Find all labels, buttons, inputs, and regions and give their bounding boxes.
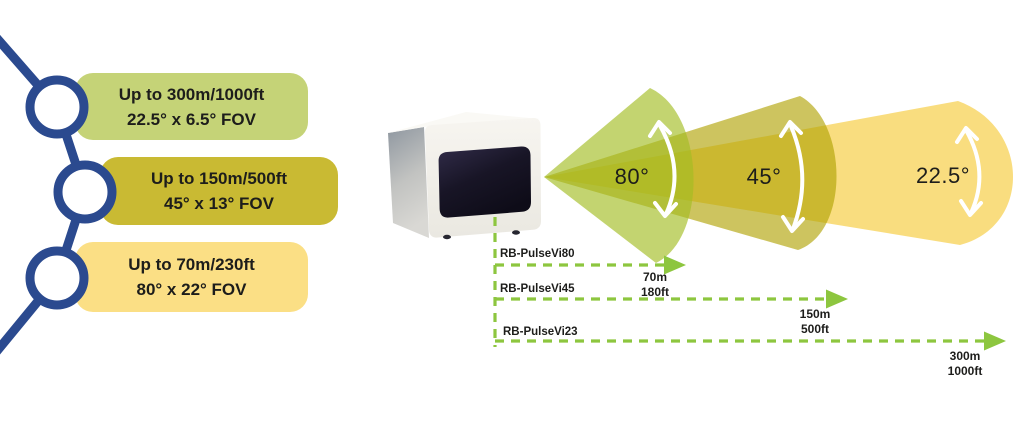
range-arrow-45 [495,289,848,309]
angle-arc-22-5-icon [955,126,983,217]
arrowhead-icon [664,255,686,275]
device-optical-window [438,146,531,218]
badge-range-text: Up to 70m/230ft [128,255,255,274]
model-label-vi23: RB-PulseVi23 [503,326,578,338]
device-foot [443,234,451,240]
badge-fov-text: 80° x 22° FOV [136,280,247,299]
fov-cones [544,88,1014,263]
cone-angle-label-22-5: 22.5° [915,163,971,188]
step-circle [25,246,89,310]
badge-fov-text: 45° x 13° FOV [164,194,274,213]
range-feet: 1000ft [947,363,983,378]
device-foot [512,230,520,235]
angle-arc-45-icon [779,120,805,233]
device-left-face [388,127,429,238]
range-meters: 70m [642,270,668,284]
fov-badge-80: Up to 70m/230ft 80° x 22° FOV [75,242,308,312]
range-arrow-22-5 [495,331,1006,351]
fov-badge-22-5: Up to 300m/1000ft 22.5° x 6.5° FOV [75,73,308,140]
range-meters: 300m [949,349,981,363]
device-top-face [388,112,540,133]
cone-angle-label-80: 80° [614,164,650,189]
range-feet: 180ft [640,284,670,299]
range-feet: 500ft [800,321,830,336]
sensor-device [388,112,541,240]
range-distance-80: 70m 180ft [641,270,669,299]
step-circle [53,160,117,224]
badge-range-text: Up to 300m/1000ft [118,84,265,104]
range-distance-22-5: 300m 1000ft [948,349,983,378]
fov-cone-80 [544,88,694,263]
step-circle [25,75,89,139]
angle-arc-80-icon [648,120,678,218]
fov-badge-45: Up to 150m/500ft 45° x 13° FOV [100,157,338,225]
model-label-vi45: RB-PulseVi45 [500,283,575,295]
arrowhead-icon [984,331,1006,351]
badge-fov-text: 22.5° x 6.5° FOV [127,109,256,129]
model-label-vi80: RB-PulseVi80 [500,248,575,260]
range-distance-45: 150m 500ft [800,307,831,336]
arrowhead-icon [826,289,848,309]
cone-angle-label-45: 45° [746,164,782,189]
range-meters: 150m [799,307,831,321]
badge-range-text: Up to 150m/500ft [150,169,288,188]
range-arrows [493,217,1006,351]
range-arrow-80 [495,255,686,275]
